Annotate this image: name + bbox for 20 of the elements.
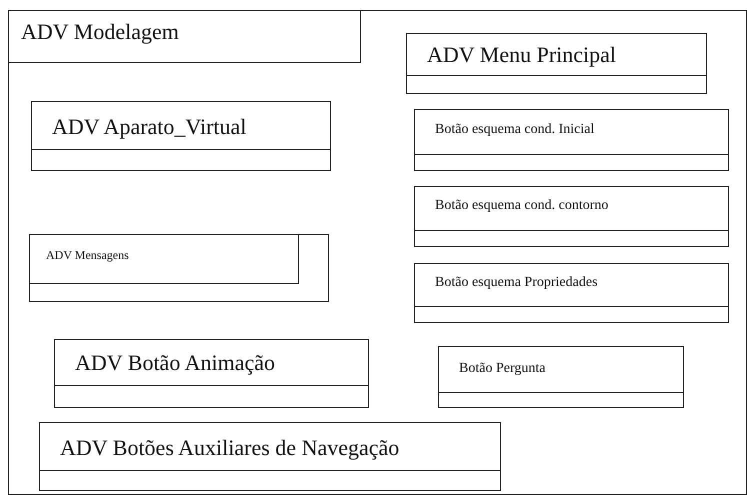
- class-box: [438, 346, 684, 408]
- class-box: [414, 186, 729, 247]
- class-name: ADV Aparato_Virtual: [52, 114, 246, 140]
- package-name-tab: ADV Modelagem: [9, 11, 361, 63]
- class-name: ADV Menu Principal: [427, 42, 616, 68]
- class-box: [414, 263, 729, 323]
- class-box: [29, 234, 329, 302]
- class-name: Botão esquema cond. Inicial: [435, 122, 594, 138]
- class-name: Botão esquema Propriedades: [435, 275, 598, 291]
- class-box: [54, 339, 369, 408]
- class-box: [31, 101, 331, 171]
- package-frame: [8, 10, 747, 495]
- class-name: ADV Botão Animação: [75, 350, 276, 376]
- class-name: Botão Pergunta: [459, 361, 546, 377]
- class-box: [39, 422, 501, 491]
- class-name-box: ADV Mensagens: [30, 235, 299, 284]
- class-name: ADV Botões Auxiliares de Navegação: [60, 435, 400, 461]
- class-box: [406, 33, 707, 94]
- class-name: Botão esquema cond. contorno: [435, 198, 608, 214]
- class-box: [414, 109, 729, 171]
